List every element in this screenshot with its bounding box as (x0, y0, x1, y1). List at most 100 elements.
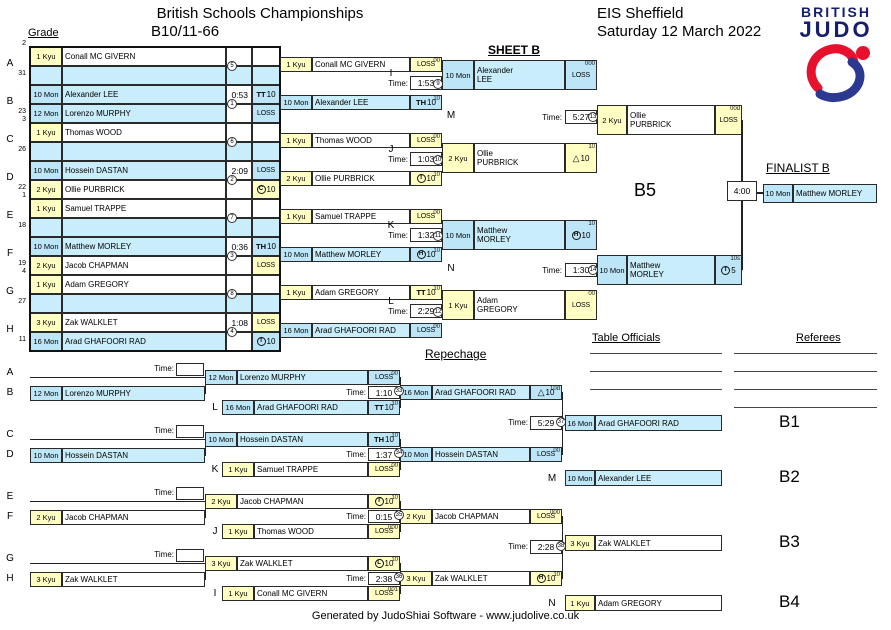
competitor-name: Ollie PURBRICK (312, 171, 410, 186)
time-label: Time: (508, 542, 528, 551)
spacer-cell (226, 161, 252, 180)
score-note: 00d (729, 106, 740, 112)
grade-cell: 1 Kyu (280, 209, 312, 224)
category-title: B10/11-66 (151, 23, 220, 40)
match-number: 7 (227, 213, 237, 223)
bye-line (30, 501, 205, 502)
competitor-name: Jacob CHAPMAN (62, 256, 226, 275)
result-cell: LOSS (530, 447, 562, 462)
logo: BRITISH JUDO (788, 4, 884, 116)
venue: EIS Sheffield (597, 5, 684, 22)
competitor-name: Adam GREGORY (62, 275, 226, 294)
grade-cell: 12 Mon (30, 386, 62, 401)
grade-cell: 3 Kyu (205, 556, 237, 571)
match-time: 1:08 (231, 318, 248, 328)
grade-cell: 1 Kyu (222, 586, 254, 601)
score-note: 000 (584, 61, 595, 67)
grade-cell: 10 Mon (30, 85, 62, 104)
time-label: Time: (346, 450, 366, 459)
grade-cell: 1 Kyu (222, 524, 254, 539)
time-label: Time: (542, 266, 562, 275)
match-letter: J (388, 143, 394, 155)
match-letter: I (389, 67, 393, 79)
grade-cell: 10 Mon (565, 470, 595, 486)
feeder-letter: N (548, 598, 556, 609)
round-letter: B (6, 387, 14, 398)
bye-line (30, 377, 205, 378)
win-score: 5 (731, 265, 736, 275)
signature-line (734, 370, 877, 372)
grade-cell: 2 Kyu (30, 256, 62, 275)
round-letter: A (6, 367, 14, 378)
win-mark-circle-icon: H (416, 250, 426, 259)
grade-cell: 12 Mon (30, 104, 62, 123)
result-cell (252, 47, 280, 66)
round-letter: H (6, 573, 14, 584)
time-box: 2:28 (530, 540, 562, 554)
competitor-name: Arad GHAFOORI RAD (62, 332, 226, 351)
draw-number: 3 (22, 116, 26, 123)
win-score: 10 (580, 153, 590, 163)
spacer-cell (226, 123, 252, 142)
spacer-cell (226, 313, 252, 332)
competitor-name: Arad GHAFOORI RAD (312, 323, 410, 338)
grade-cell: 1 Kyu (280, 285, 312, 300)
result-cell: LOSS (252, 104, 280, 123)
grade-cell: 16 Mon (280, 323, 312, 338)
time-label: Time: (346, 512, 366, 521)
time-box (176, 549, 204, 562)
final-code: B5 (634, 180, 657, 200)
round-letter: A (6, 58, 14, 69)
competitor-name: Alexander LEE (312, 95, 410, 110)
round-letter: C (6, 134, 14, 145)
competitor-name: Adam GREGORY (312, 285, 410, 300)
score-note: 001 (387, 587, 398, 593)
time-label: Time: (388, 154, 408, 164)
result-cell: △10 (565, 143, 597, 173)
score-note: 10 (391, 495, 398, 501)
grade-cell: 16 Mon (30, 332, 62, 351)
score-note: 00 (391, 463, 398, 469)
result-cell: LOSS (565, 290, 597, 320)
competitor-name: Thomas WOOD (254, 524, 368, 539)
grade-cell: 16 Mon (400, 385, 432, 400)
table-officials-label: Table Officials (592, 332, 661, 344)
competitor-name: Hossein DASTAN (237, 432, 368, 447)
page-title: British Schools Championships (156, 5, 364, 22)
grade-cell: 1 Kyu (222, 462, 254, 477)
match-letter: K (387, 219, 395, 231)
bracket-line (205, 377, 206, 394)
score-note: 00 (433, 58, 440, 64)
match-number: 37 (556, 417, 566, 427)
grade-cell: 2 Kyu (400, 509, 432, 524)
placement-code: B1 (779, 412, 800, 431)
win-mark: TT (374, 403, 384, 412)
judoka-swirl-icon (806, 44, 870, 102)
bracket-line (205, 439, 206, 456)
win-score: 10 (385, 435, 394, 444)
round-letter: G (6, 553, 14, 564)
competitor-name: Conall MC GIVERN (62, 47, 226, 66)
match-number: 33 (394, 386, 404, 396)
competitor-name: Lorenzo MURPHY (62, 386, 205, 401)
result-cell (252, 199, 280, 218)
grade-cell: 1 Kyu (280, 57, 312, 72)
competitor-name: Jacob CHAPMAN (237, 494, 368, 509)
match-letter: M (446, 109, 456, 121)
win-mark-circle-icon: L (374, 559, 384, 568)
grade-cell: 10 Mon (30, 237, 62, 256)
score-note: 10 (433, 248, 440, 254)
competitor-name: Jacob CHAPMAN (432, 509, 530, 524)
match-letter: J (212, 526, 218, 537)
bracket-line (205, 501, 206, 518)
time-box: 1:10 (368, 386, 400, 399)
match-number: 12 (433, 306, 443, 317)
grade-cell: 1 Kyu (30, 275, 62, 294)
bracket-line (205, 563, 206, 580)
